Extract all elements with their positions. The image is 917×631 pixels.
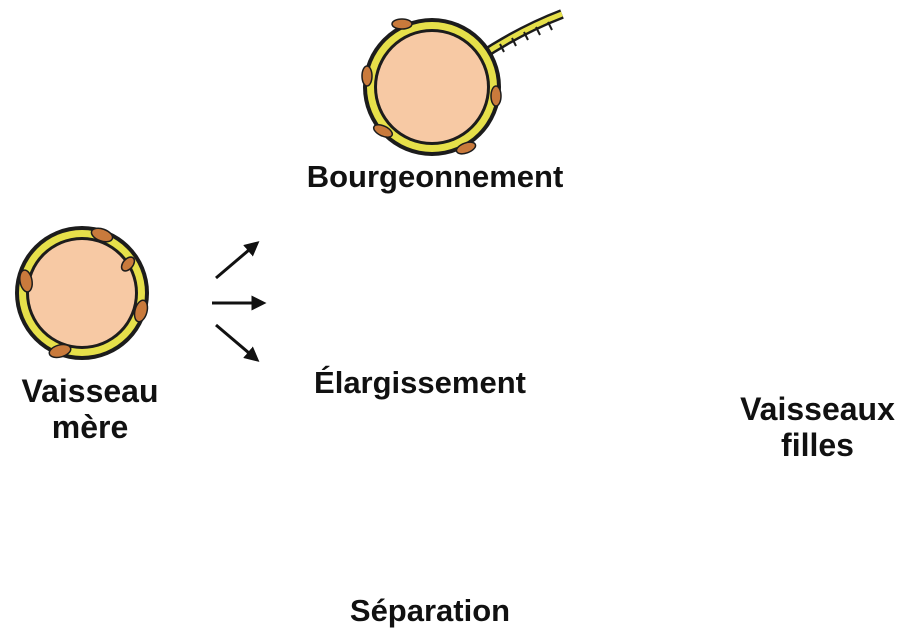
left-arrows bbox=[212, 244, 262, 359]
mother-vessel-label-line2: mère bbox=[5, 410, 175, 446]
mother-vessel-label-line1: Vaisseau bbox=[5, 374, 175, 410]
mother-vessel bbox=[15, 226, 150, 360]
arrow-down-icon bbox=[216, 325, 256, 359]
daughter-vessels-label: Vaisseaux filles bbox=[725, 392, 910, 464]
enlargement-label: Élargissement bbox=[270, 366, 570, 401]
budding-vessel bbox=[362, 14, 562, 156]
arrow-up-icon bbox=[216, 244, 256, 278]
daughter-vessels-label-line1: Vaisseaux bbox=[725, 392, 910, 428]
daughter-vessels-label-line2: filles bbox=[725, 428, 910, 464]
mother-vessel-label: Vaisseau mère bbox=[5, 374, 175, 446]
budding-label: Bourgeonnement bbox=[270, 160, 600, 195]
separation-label: Séparation bbox=[285, 594, 575, 629]
